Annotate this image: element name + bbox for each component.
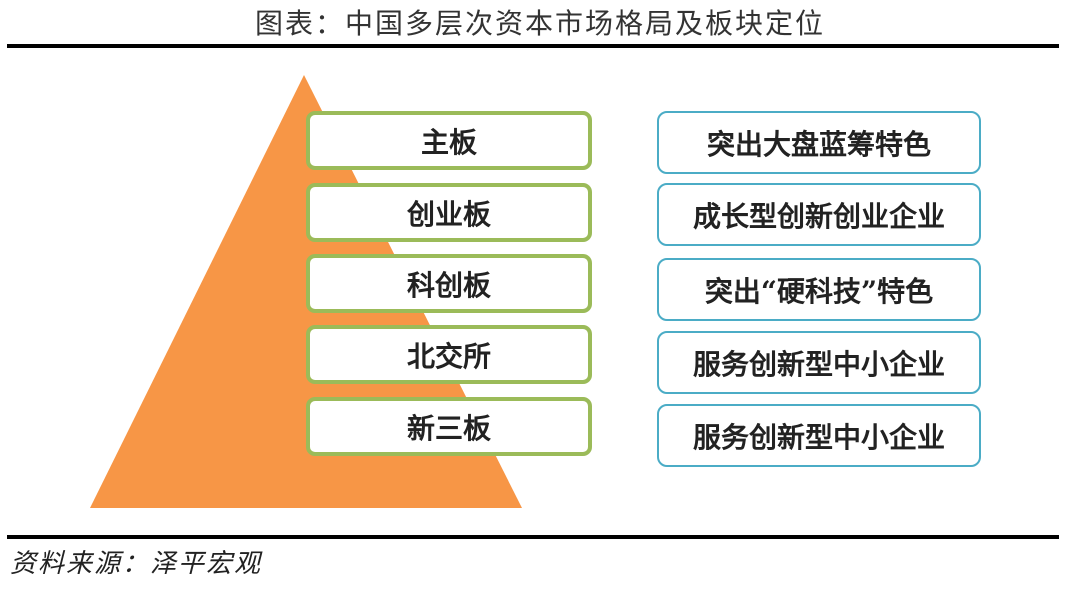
position-chinext-text: 成长型创新创业企业 <box>692 199 945 233</box>
board-bse-label: 北交所 <box>406 339 491 373</box>
board-main: 主板 <box>306 111 592 170</box>
position-main-text: 突出大盘蓝筹特色 <box>706 127 931 161</box>
position-star-text: 突出“硬科技”特色 <box>704 274 934 308</box>
position-bse-text: 服务创新型中小企业 <box>692 347 945 381</box>
board-star: 科创板 <box>306 254 592 313</box>
bottom-rule <box>7 535 1059 539</box>
board-main-label: 主板 <box>420 125 477 159</box>
position-bse: 服务创新型中小企业 <box>657 331 981 394</box>
board-chinext-label: 创业板 <box>406 197 491 231</box>
position-chinext: 成长型创新创业企业 <box>657 183 981 246</box>
board-bse: 北交所 <box>306 325 592 384</box>
position-main: 突出大盘蓝筹特色 <box>657 111 981 174</box>
position-neeq: 服务创新型中小企业 <box>657 404 981 467</box>
position-star: 突出“硬科技”特色 <box>657 258 981 321</box>
source-note: 资料来源：泽平宏观 <box>10 549 263 579</box>
top-rule <box>7 44 1059 48</box>
board-neeq: 新三板 <box>306 397 592 456</box>
board-star-label: 科创板 <box>406 268 491 302</box>
board-chinext: 创业板 <box>306 183 592 242</box>
board-neeq-label: 新三板 <box>406 411 491 445</box>
position-neeq-text: 服务创新型中小企业 <box>692 420 945 454</box>
figure-title: 图表：中国多层次资本市场格局及板块定位 <box>254 7 825 40</box>
